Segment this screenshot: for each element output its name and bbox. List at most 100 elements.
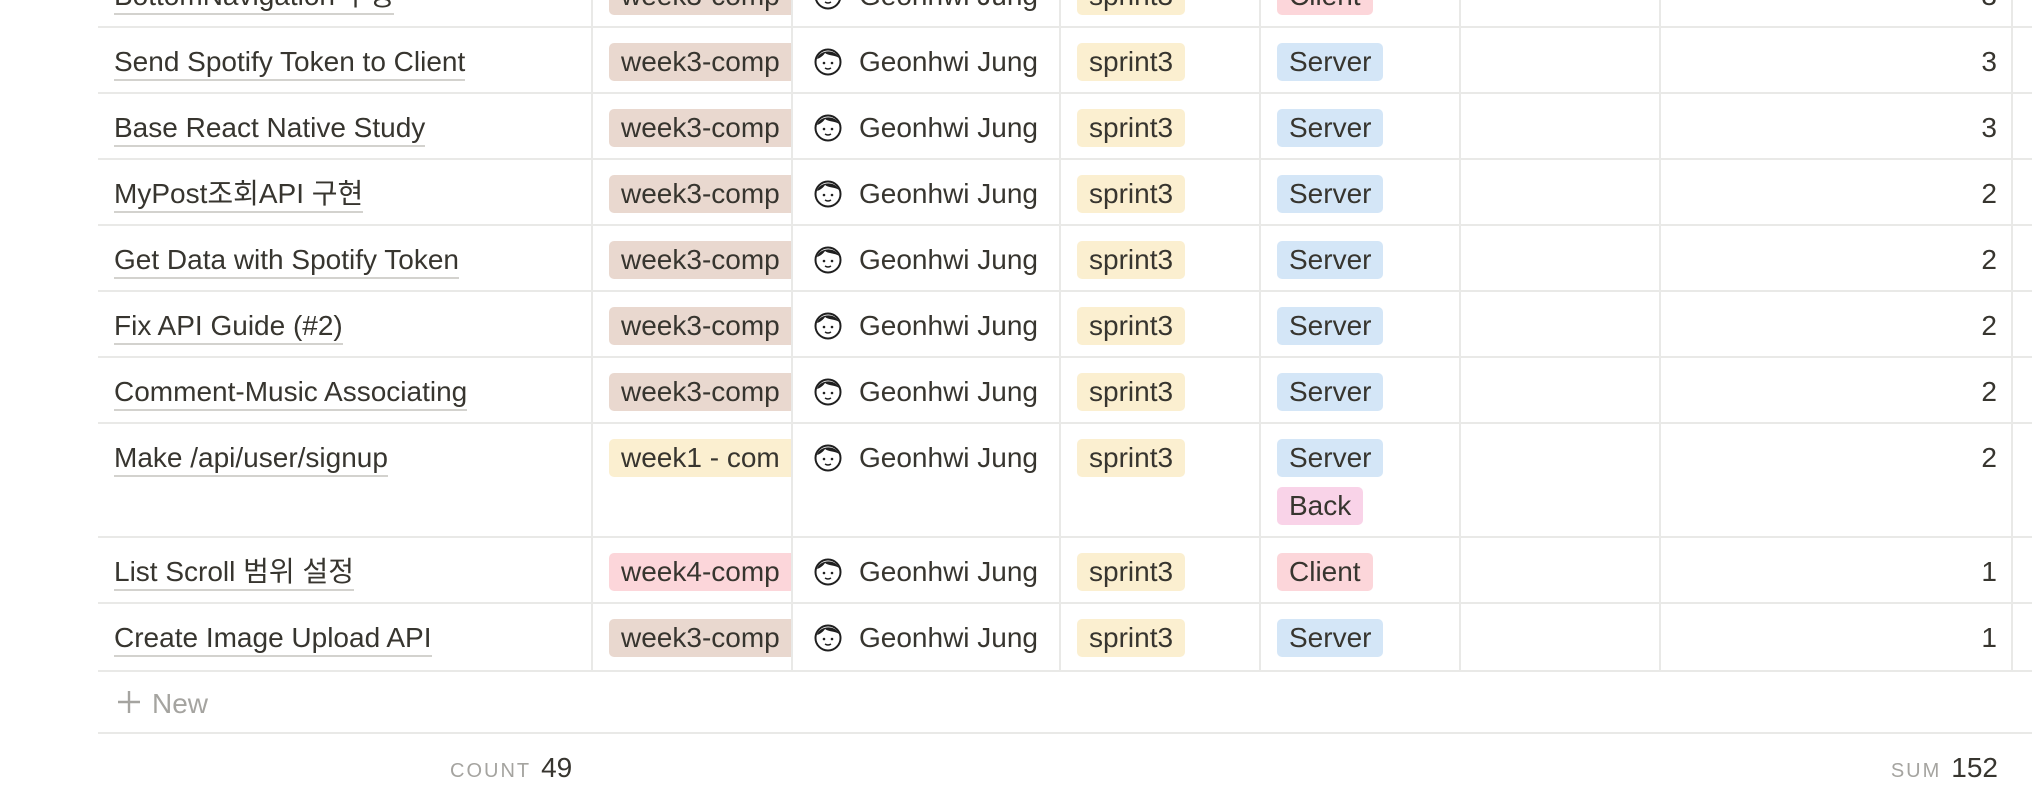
sprint-cell[interactable]: sprint3 [1059, 226, 1259, 290]
points-cell[interactable]: 3 [1659, 28, 2011, 92]
empty-cell[interactable] [1459, 160, 1659, 224]
empty-cell[interactable] [1459, 604, 1659, 670]
points-cell[interactable]: 2 [1659, 358, 2011, 422]
person-cell[interactable]: Geonhwi Jung [791, 604, 1059, 670]
name-cell[interactable]: Create Image Upload API [98, 604, 591, 670]
empty-cell[interactable] [1459, 0, 1659, 26]
next-column-cell[interactable] [2011, 292, 2032, 356]
task-name[interactable]: Create Image Upload API [114, 621, 432, 657]
sprint-cell[interactable]: sprint3 [1059, 424, 1259, 536]
task-name[interactable]: Get Data with Spotify Token [114, 243, 459, 279]
next-column-cell[interactable] [2011, 226, 2032, 290]
week-cell[interactable]: week3-comp [591, 94, 791, 158]
name-cell[interactable]: Comment-Music Associating [98, 358, 591, 422]
next-column-cell[interactable] [2011, 28, 2032, 92]
tags-cell[interactable]: Client [1259, 0, 1459, 26]
task-name[interactable]: Send Spotify Token to Client [114, 45, 466, 81]
points-cell[interactable]: 3 [1659, 0, 2011, 26]
points-cell[interactable]: 3 [1659, 94, 2011, 158]
week-cell[interactable]: week3-comp [591, 604, 791, 670]
points-cell[interactable]: 2 [1659, 424, 2011, 536]
next-column-cell[interactable] [2011, 94, 2032, 158]
tags-cell[interactable]: Server [1259, 604, 1459, 670]
week-cell[interactable]: week3-comp [591, 292, 791, 356]
week-cell[interactable]: week3-comp [591, 0, 791, 26]
week-cell[interactable]: week3-comp [591, 28, 791, 92]
next-column-cell[interactable] [2011, 538, 2032, 602]
points-cell[interactable]: 2 [1659, 226, 2011, 290]
name-cell[interactable]: List Scroll 범위 설정 [98, 538, 591, 602]
tags-cell[interactable]: Client [1259, 538, 1459, 602]
tags-cell[interactable]: Server [1259, 226, 1459, 290]
next-column-cell[interactable] [2011, 0, 2032, 26]
person-cell[interactable]: Geonhwi Jung [791, 358, 1059, 422]
count-aggregate[interactable]: COUNT 49 [450, 752, 572, 784]
person-cell[interactable]: Geonhwi Jung [791, 292, 1059, 356]
name-cell[interactable]: BottomNavigation 수정 [98, 0, 591, 26]
name-cell[interactable]: Make /api/user/signup [98, 424, 591, 536]
person-cell[interactable]: Geonhwi Jung [791, 424, 1059, 536]
next-column-cell[interactable] [2011, 160, 2032, 224]
sprint-cell[interactable]: sprint3 [1059, 0, 1259, 26]
points-cell[interactable]: 1 [1659, 604, 2011, 670]
name-cell[interactable]: Fix API Guide (#2) [98, 292, 591, 356]
week-cell[interactable]: week3-comp [591, 358, 791, 422]
empty-cell[interactable] [1459, 226, 1659, 290]
person-cell[interactable]: Geonhwi Jung [791, 160, 1059, 224]
points-cell[interactable]: 1 [1659, 538, 2011, 602]
name-cell[interactable]: Send Spotify Token to Client [98, 28, 591, 92]
empty-cell[interactable] [1459, 94, 1659, 158]
sprint-cell[interactable]: sprint3 [1059, 160, 1259, 224]
person-cell[interactable]: Geonhwi Jung [791, 94, 1059, 158]
tags-cell[interactable]: Server [1259, 94, 1459, 158]
week-cell[interactable]: week3-comp [591, 226, 791, 290]
empty-cell[interactable] [1459, 358, 1659, 422]
task-name[interactable]: MyPost조회API 구현 [114, 177, 364, 213]
task-name[interactable]: Make /api/user/signup [114, 441, 388, 477]
person-cell[interactable]: Geonhwi Jung [791, 538, 1059, 602]
task-name[interactable]: Fix API Guide (#2) [114, 309, 343, 345]
empty-cell[interactable] [1459, 28, 1659, 92]
name-cell[interactable]: Base React Native Study [98, 94, 591, 158]
next-column-cell[interactable] [2011, 424, 2032, 536]
tags-cell[interactable]: Server [1259, 358, 1459, 422]
name-cell[interactable]: MyPost조회API 구현 [98, 160, 591, 224]
person-cell[interactable]: Geonhwi Jung [791, 226, 1059, 290]
sprint-cell[interactable]: sprint3 [1059, 604, 1259, 670]
name-cell[interactable]: Get Data with Spotify Token [98, 226, 591, 290]
week-cell[interactable]: week4-comp [591, 538, 791, 602]
tags-cell[interactable]: Server [1259, 292, 1459, 356]
new-row-button[interactable]: New [98, 672, 2032, 734]
task-name[interactable]: List Scroll 범위 설정 [114, 555, 354, 591]
sprint-cell[interactable]: sprint3 [1059, 358, 1259, 422]
tags-cell[interactable]: Server [1259, 28, 1459, 92]
next-column-cell[interactable] [2011, 604, 2032, 670]
tags-cell[interactable]: Server [1259, 160, 1459, 224]
person-cell[interactable]: Geonhwi Jung [791, 28, 1059, 92]
sprint-cell[interactable]: sprint3 [1059, 28, 1259, 92]
task-name[interactable]: Comment-Music Associating [114, 375, 468, 411]
points-cell[interactable]: 2 [1659, 292, 2011, 356]
sprint-cell[interactable]: sprint3 [1059, 94, 1259, 158]
empty-cell[interactable] [1459, 424, 1659, 536]
task-name[interactable]: BottomNavigation 수정 [114, 0, 395, 15]
sprint-cell[interactable]: sprint3 [1059, 538, 1259, 602]
week-cell[interactable]: week1 - com [591, 424, 791, 536]
sum-aggregate[interactable]: SUM 152 [1891, 752, 1998, 784]
week-cell[interactable]: week3-comp [591, 160, 791, 224]
empty-cell[interactable] [1459, 292, 1659, 356]
empty-cell[interactable] [1459, 538, 1659, 602]
person-cell[interactable]: Geonhwi Jung [791, 0, 1059, 26]
sprint-cell[interactable]: sprint3 [1059, 292, 1259, 356]
task-name[interactable]: Base React Native Study [114, 111, 426, 147]
